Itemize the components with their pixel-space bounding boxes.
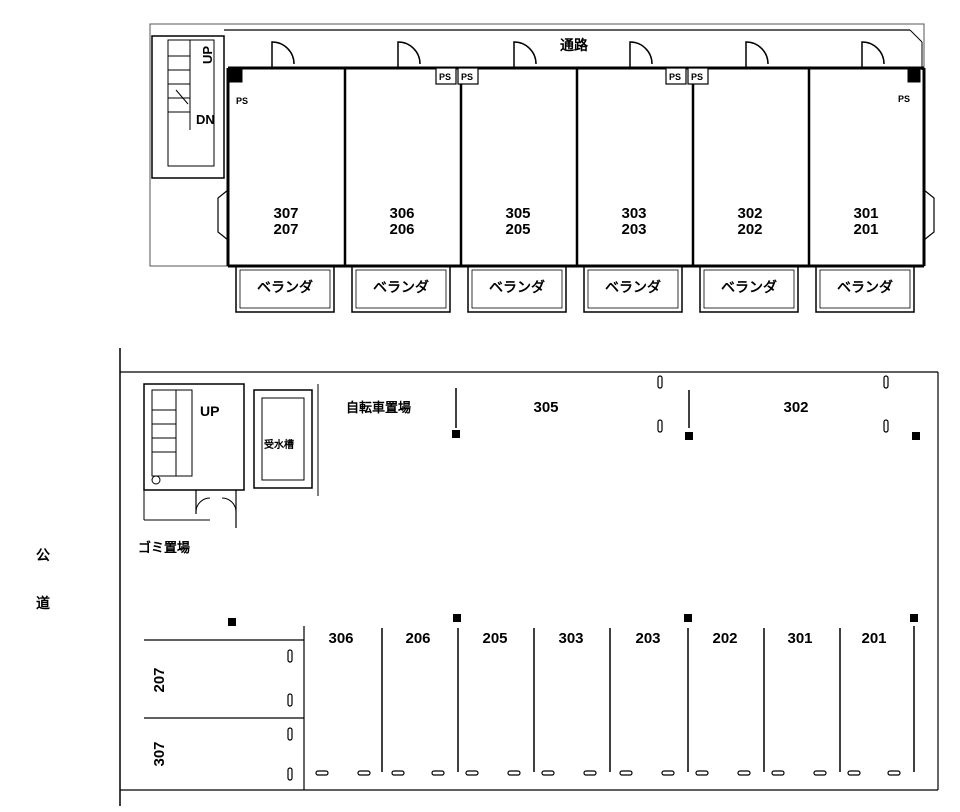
corridor-label: 通路 <box>560 37 589 54</box>
ps-label: PS <box>669 72 681 82</box>
balcony-label: ベランダ <box>721 279 777 296</box>
upper-stair-block <box>151 35 225 179</box>
bicycle-parking-label: 自転車置場 <box>346 400 411 416</box>
ps-label: PS <box>691 72 703 82</box>
balcony-label: ベランダ <box>837 279 893 296</box>
parking-space-label: 306 <box>328 630 353 647</box>
parking-space-label: 206 <box>405 630 430 647</box>
unit-number-bottom: 202 <box>737 221 762 238</box>
balcony-label: ベランダ <box>373 279 429 296</box>
parking-space-label: 203 <box>635 630 660 647</box>
unit-number-bottom: 207 <box>273 221 298 238</box>
unit-number-top: 302 <box>737 205 762 222</box>
unit-number-top: 306 <box>389 205 414 222</box>
unit-number-top: 303 <box>621 205 646 222</box>
garbage-label: ゴミ置場 <box>138 540 190 556</box>
unit-number-bottom: 206 <box>389 221 414 238</box>
ground-stair-up: UP <box>200 403 219 419</box>
water-tank <box>253 389 313 489</box>
balcony-label: ベランダ <box>605 279 661 296</box>
parking-space-label: 207 <box>151 667 168 692</box>
unit-number-top: 305 <box>505 205 530 222</box>
ground-floor-plan <box>119 348 939 806</box>
ps-label: PS <box>898 94 910 104</box>
ps-label: PS <box>439 72 451 82</box>
upper-stair-up: UP <box>200 46 215 64</box>
unit-number-bottom: 205 <box>505 221 530 238</box>
parking-space-label: 307 <box>151 741 168 766</box>
parking-space-label: 202 <box>712 630 737 647</box>
unit-number-bottom: 201 <box>853 221 878 238</box>
parking-space-label: 305 <box>533 399 558 416</box>
parking-space-label: 302 <box>783 399 808 416</box>
balcony-label: ベランダ <box>257 279 313 296</box>
balcony-label: ベランダ <box>489 279 545 296</box>
upper-stair-dn: DN <box>196 112 215 127</box>
balconies <box>235 265 915 313</box>
unit-number-bottom: 203 <box>621 221 646 238</box>
unit-number-top: 301 <box>853 205 878 222</box>
water-tank-label: 受水槽 <box>264 438 294 451</box>
ps-label: PS <box>461 72 473 82</box>
public-road-label: 道 <box>36 595 50 612</box>
unit-number-top: 307 <box>273 205 298 222</box>
ground-stair-block <box>143 383 245 491</box>
parking-space-label: 205 <box>482 630 507 647</box>
parking-space-label: 301 <box>787 630 812 647</box>
parking-space-label: 201 <box>861 630 886 647</box>
ps-label: PS <box>236 96 248 106</box>
public-road-label: 公 <box>36 548 50 564</box>
upper-floor-plan <box>149 23 935 313</box>
parking-space-label: 303 <box>558 630 583 647</box>
